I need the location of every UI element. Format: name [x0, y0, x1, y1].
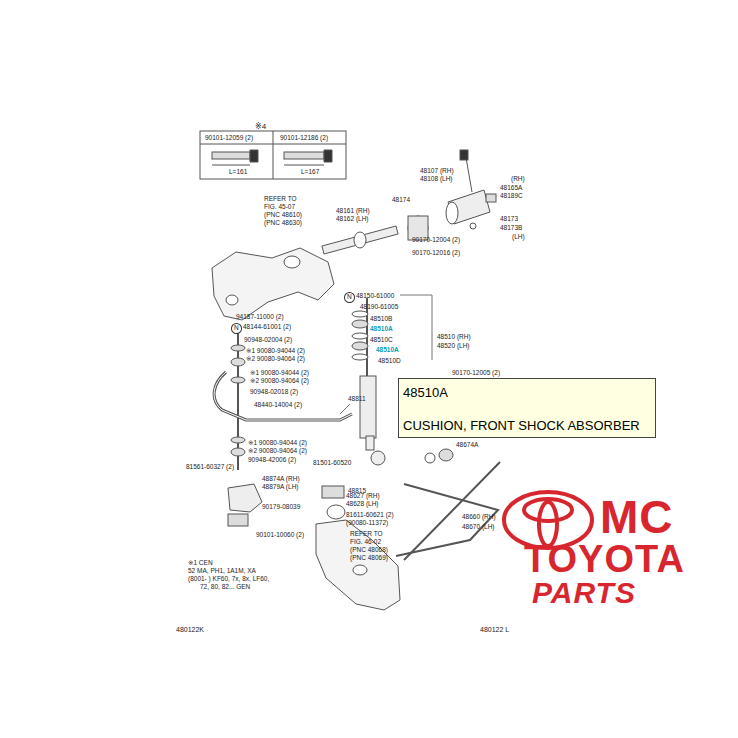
part-number: 48150-61000: [356, 293, 394, 300]
part-number: 48440-14004 (2): [254, 402, 302, 409]
part-number: 48161 (RH): [336, 208, 370, 215]
part-number: ※1 90080-94044 (2): [248, 440, 307, 447]
part-number: L=167: [301, 169, 319, 176]
part-number: 48674A: [456, 442, 478, 449]
part-number: 90170-12004 (2): [412, 237, 460, 244]
part-number: (8001- ) KF60, 7x, 8x, LF60,: [188, 576, 269, 583]
bolt-table: [200, 131, 346, 179]
part-number: REFER TO: [350, 531, 383, 538]
part-number: 81501-60520: [313, 460, 351, 467]
part-number: 81611-60621 (2): [346, 512, 394, 519]
part-number: (PNC 48068): [350, 547, 388, 554]
part-number: 48173: [500, 216, 518, 223]
part-number: 94187-11000 (2): [236, 314, 284, 321]
part-number: 90948-42006 (2): [248, 457, 296, 464]
part-number: (PNC 48069): [350, 555, 388, 562]
part-number: 48107 (RH): [420, 168, 454, 175]
part-number: 48627 (RH): [346, 493, 380, 500]
part-number: ※1 CEN: [188, 560, 213, 567]
part-number: ※2 90080-94064 (2): [246, 356, 305, 363]
part-number: 48520 (LH): [437, 343, 470, 350]
part-number: 48879A (LH): [262, 484, 299, 491]
part-number: 90101-10060 (2): [256, 532, 304, 539]
part-number: 48628 (LH): [346, 501, 379, 508]
part-number: 48811: [348, 396, 366, 403]
part-number: 48510D: [378, 358, 401, 365]
tooltip-box: 48510A CUSHION, FRONT SHOCK ABSORBER: [398, 378, 656, 438]
part-number: FIG. 45-07: [264, 204, 295, 211]
part-number: 48510 (RH): [437, 334, 471, 341]
part-number: (PNC 48610): [264, 212, 302, 219]
part-number: N: [231, 323, 242, 334]
part-number: ※1 90080-94044 (2): [246, 348, 305, 355]
watermark-text: MC: [600, 494, 674, 540]
part-number: 48510B: [370, 316, 392, 323]
part-number: FIG. 46-02: [350, 539, 381, 546]
part-number: 90170-12005 (2): [452, 370, 500, 377]
part-number: 90948-02018 (2): [250, 389, 298, 396]
part-number: 48162 (LH): [336, 216, 369, 223]
part-number: 90101-12059 (2): [205, 135, 253, 142]
part-number: 48174: [392, 197, 410, 204]
shock-absorber: [360, 376, 376, 438]
part-number: 48190-61005: [360, 304, 398, 311]
part-number: 48874A (RH): [262, 476, 300, 483]
part-number: ※1 90080-94044 (2): [250, 370, 309, 377]
part-number: L=161: [229, 169, 247, 176]
part-number: 48510C: [370, 337, 393, 344]
part-number: 90179-08039: [262, 504, 300, 511]
part-number: 48165A: [500, 185, 522, 192]
part-number: 48660 (RH): [462, 514, 496, 521]
upper-arm: [212, 248, 334, 320]
part-number: 90170-12016 (2): [412, 250, 460, 257]
part-number: 480122 L: [480, 626, 509, 633]
part-number: 480122K: [176, 626, 204, 633]
part-number: 48144-61001 (2): [243, 324, 291, 331]
watermark-text: PARTS: [532, 578, 636, 608]
part-number: 48173B: [500, 225, 522, 232]
part-number: (RH): [511, 176, 525, 183]
part-number: 90948-02004 (2): [244, 337, 292, 344]
part-number: 90101-12186 (2): [280, 135, 328, 142]
part-number: ※2 90080-94064 (2): [248, 448, 307, 455]
part-number: ※2 90080-94064 (2): [250, 378, 309, 385]
part-number: REFER TO: [264, 196, 297, 203]
part-number: (LH): [512, 234, 525, 241]
part-description: CUSHION, FRONT SHOCK ABSORBER: [403, 418, 655, 433]
part-number: 48189C: [500, 193, 523, 200]
part-number: ※4: [255, 123, 266, 131]
part-number: 48670 (LH): [462, 524, 495, 531]
part-number: 52 MA, PH1, 1A1M, XA: [188, 568, 256, 575]
part-number: 48510A: [403, 385, 655, 400]
lower-arm: [316, 520, 400, 610]
part-number: 81561-60327 (2): [186, 464, 234, 471]
part-number: 48108 (LH): [420, 176, 453, 183]
watermark-text: TOYOTA: [524, 540, 685, 578]
part-number: N: [344, 292, 355, 303]
part-number: 48510A: [370, 326, 393, 333]
part-number: 48510A: [376, 347, 399, 354]
part-number: (PNC 48630): [264, 220, 302, 227]
part-number: (90080-11372): [346, 520, 388, 527]
part-number: 72, 80, 82... GEN: [200, 584, 250, 591]
